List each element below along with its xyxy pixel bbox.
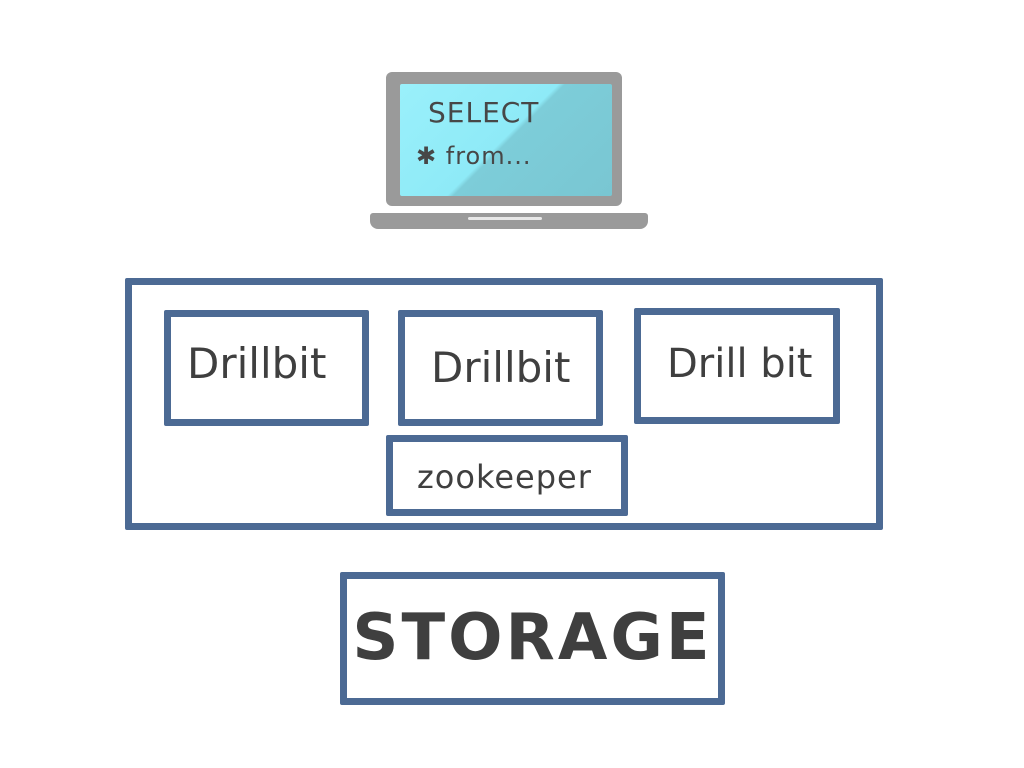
drillbit-label-2: Drillbit [431, 343, 571, 392]
laptop-screen: SELECT ✱ from... [386, 72, 622, 206]
drill-cluster [125, 278, 883, 530]
laptop-base [370, 213, 648, 229]
drillbit-label-3: Drill bit [667, 341, 813, 387]
query-text-select: SELECT [428, 96, 540, 129]
drillbit-node-2: Drillbit [398, 310, 603, 426]
drillbit-node-3: Drill bit [634, 308, 840, 424]
zookeeper-label: zookeeper [417, 458, 592, 496]
query-text-from: ✱ from... [416, 142, 532, 170]
drillbit-node-1: Drillbit [164, 310, 369, 426]
drillbit-label-1: Drillbit [187, 339, 327, 388]
zookeeper-node: zookeeper [386, 435, 628, 516]
storage-box: STORAGE [340, 572, 725, 705]
laptop-display: SELECT ✱ from... [400, 84, 612, 196]
laptop-slot [468, 217, 542, 220]
storage-label: STORAGE [352, 601, 713, 675]
